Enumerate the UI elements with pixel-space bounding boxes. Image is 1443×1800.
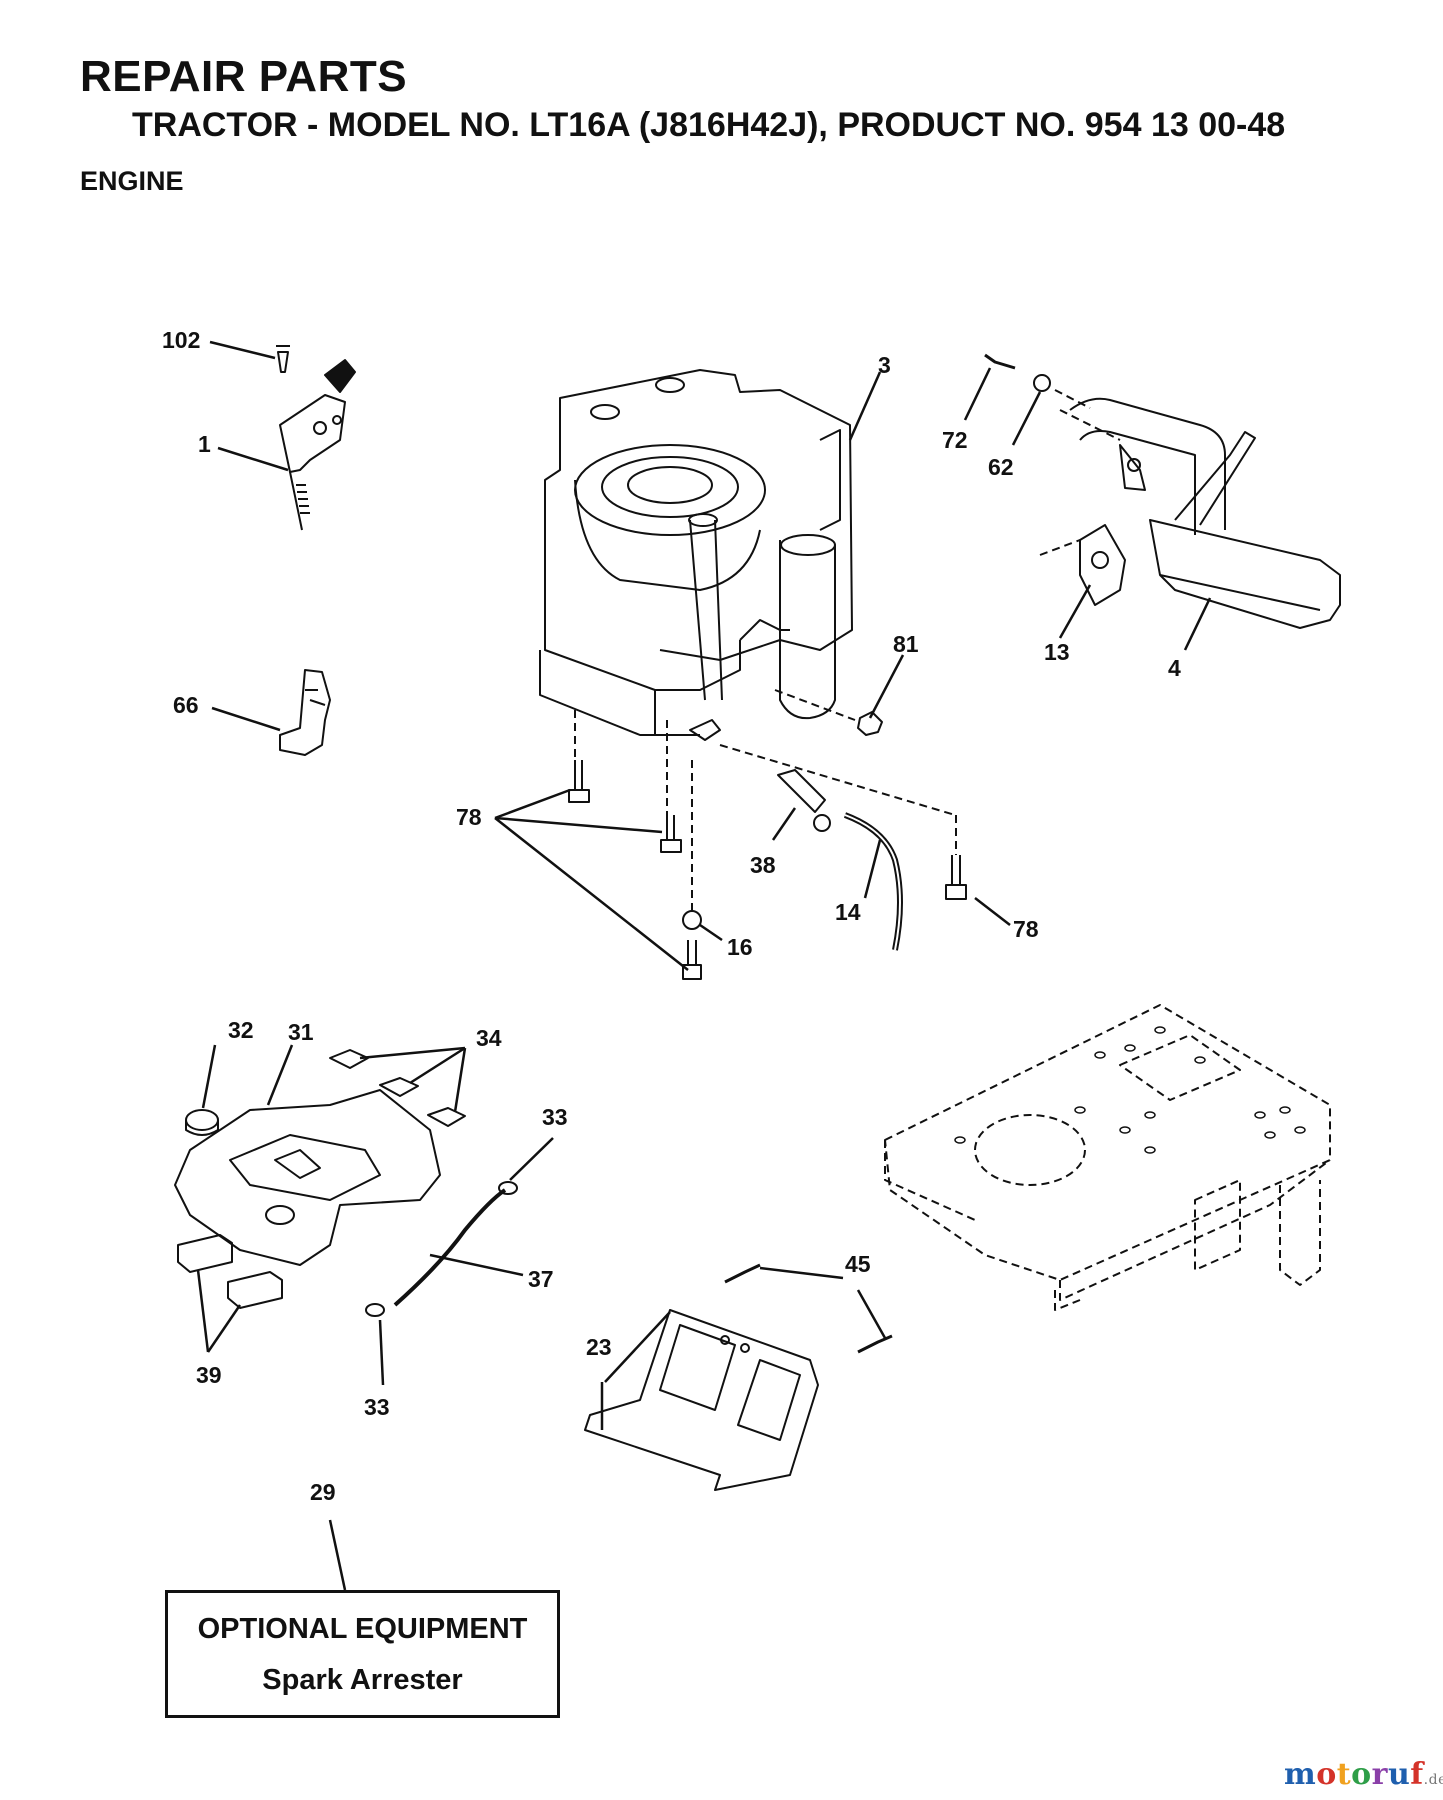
- bracket-66-part: [279, 669, 331, 756]
- drain-hose-part: [843, 812, 903, 951]
- page-title: REPAIR PARTS: [80, 52, 408, 101]
- washer-62-part: [1033, 374, 1051, 392]
- callout-29: 29: [310, 1479, 336, 1505]
- exhaust-dashline: [1059, 409, 1121, 441]
- callout-33: 33: [542, 1104, 568, 1130]
- drain-valve-part: [777, 769, 831, 832]
- callout-23: 23: [586, 1334, 612, 1360]
- callout-4: 4: [1168, 655, 1181, 681]
- callout-labels: 102 1 3 72 62 13 4 66 81 78 38 14 16 78 …: [162, 327, 1181, 1505]
- callout-66: 66: [173, 692, 199, 718]
- optional-equipment-label: OPTIONAL EQUIPMENT: [197, 1613, 528, 1645]
- callout-32: 32: [228, 1017, 254, 1043]
- callout-16: 16: [727, 934, 753, 960]
- screw-45-part: [724, 1263, 761, 1284]
- bolt-78-part: [660, 815, 682, 853]
- callout-37: 37: [528, 1266, 554, 1292]
- callout-81: 81: [893, 631, 919, 657]
- clamp-33-part: [365, 1303, 385, 1317]
- bolt-72-part: [984, 353, 1016, 370]
- spark-arrester-label: Spark Arrester: [262, 1664, 463, 1696]
- callout-102: 102: [162, 327, 200, 353]
- pad-39-part: [227, 1271, 283, 1309]
- watermark-brand: motoruf: [1284, 1757, 1424, 1792]
- callout-78: 78: [1013, 916, 1039, 942]
- screw-45-part: [857, 1334, 893, 1354]
- callout-78: 78: [456, 804, 482, 830]
- bolt-78-part: [945, 855, 967, 900]
- bolt-78-part: [568, 760, 590, 803]
- optional-equipment-box: OPTIONAL EQUIPMENT Spark Arrester: [165, 1590, 560, 1718]
- callout-62: 62: [988, 454, 1014, 480]
- callout-3: 3: [878, 352, 891, 378]
- heat-shield-part: [584, 1309, 819, 1491]
- muffler-part: [1069, 397, 1341, 629]
- watermark-suffix: .de: [1423, 1772, 1443, 1788]
- section-heading: ENGINE: [80, 166, 184, 196]
- pad-34-part: [379, 1077, 419, 1097]
- frame-holes: [954, 1026, 1306, 1154]
- callout-31: 31: [288, 1019, 314, 1045]
- callout-39: 39: [196, 1362, 222, 1388]
- watermark-logo: motoruf.de: [1284, 1757, 1443, 1792]
- leader-lines: [196, 340, 1212, 1591]
- clamp-33-part: [498, 1181, 518, 1195]
- fuel-cap-part: [185, 1109, 219, 1136]
- callout-13: 13: [1044, 639, 1070, 665]
- model-subtitle: TRACTOR - MODEL NO. LT16A (J816H42J), PR…: [132, 106, 1286, 144]
- pad-34-part: [427, 1107, 466, 1127]
- callout-1: 1: [198, 431, 211, 457]
- pad-39-part: [177, 1234, 233, 1273]
- callout-45: 45: [845, 1251, 871, 1277]
- callout-14: 14: [835, 899, 861, 925]
- gasket-part: [1079, 524, 1126, 606]
- tractor-frame-outline: [884, 1004, 1331, 1311]
- fuel-line-part: [393, 1188, 507, 1307]
- callout-34: 34: [476, 1025, 502, 1051]
- callout-33: 33: [364, 1394, 390, 1420]
- throttle-control-part: [276, 345, 356, 531]
- fuel-tank-part: [174, 1089, 441, 1266]
- engine-part: [539, 369, 853, 741]
- callout-72: 72: [942, 427, 968, 453]
- callout-38: 38: [750, 852, 776, 878]
